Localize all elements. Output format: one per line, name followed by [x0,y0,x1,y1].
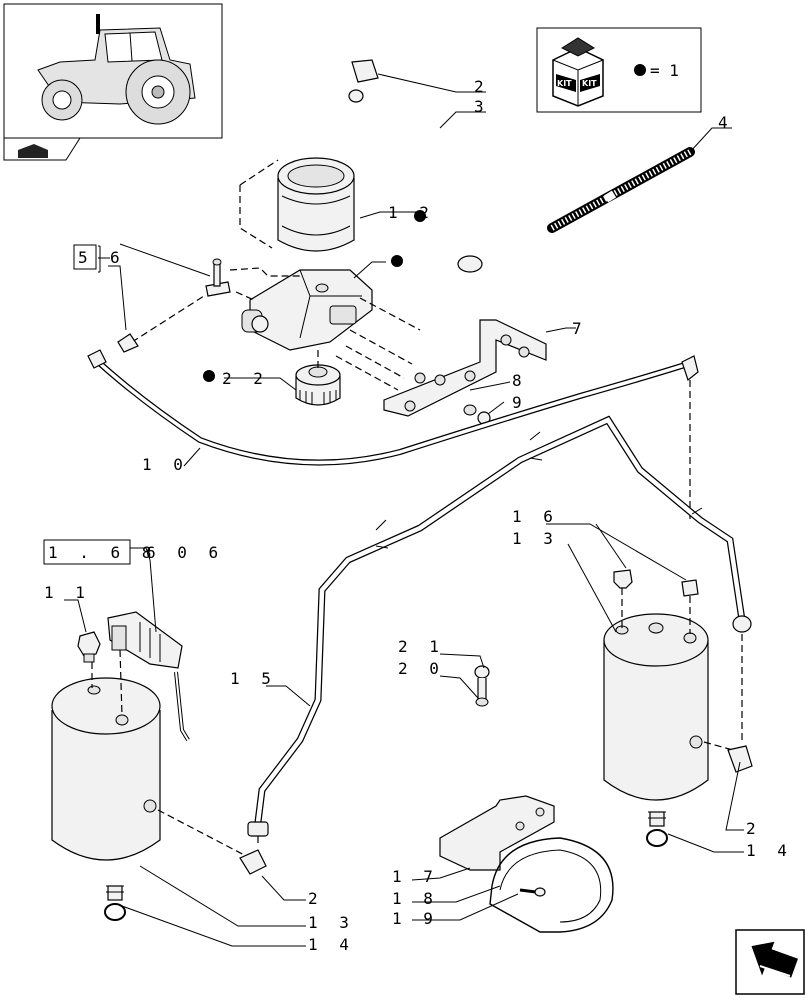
kit-marker-dot [391,255,403,267]
kit-dot-icon [634,64,646,76]
part-4-threaded-rod [547,147,695,233]
callout-4: 4 [718,113,734,132]
next-page-arrow-icon[interactable] [735,929,805,995]
part-3-pipe [348,59,483,273]
part-19-bolt [519,887,546,897]
kit-marker-dot [414,210,426,222]
callout-10: 1 0 [142,455,189,474]
tractor-thumbnail [3,3,223,161]
callout-14-right: 1 4 [746,841,793,860]
left-air-tank [51,677,161,861]
part-14-drain-valve-right [646,811,668,847]
callout-ref-1-68: 1 . 6 8 [48,543,157,562]
callout-13-right: 1 3 [512,529,559,548]
kit-marker-dot [203,370,215,382]
callout-6: 6 [110,248,126,267]
part-2-elbow-right [727,745,753,773]
part-2-elbow-bottom [239,849,267,875]
callout-16: 1 6 [512,507,559,526]
part-11-plug [77,631,101,663]
svg-text:KIT: KIT [557,79,572,88]
callout-ref-6-06: 6 0 6 [146,543,224,562]
part-15-pipe [247,415,752,837]
svg-text:KIT: KIT [582,79,597,88]
right-air-tank [603,613,709,801]
callout-11: 1 1 [44,583,91,602]
callout-13-bottom: 1 3 [308,913,355,932]
book-icon [18,144,48,158]
callout-3: 3 [474,97,490,116]
air-processing-valve [241,269,373,351]
callout-12: 1 2 [388,203,435,222]
callout-17: 1 7 [392,867,439,886]
part-12-air-dryer-cartridge [277,157,355,252]
ref-box-5 [73,244,97,270]
callout-2-top: 2 [474,77,490,96]
callout-2-bottom: 2 [308,889,324,908]
callout-5: 5 [78,248,94,267]
callout-2-right: 2 [746,819,762,838]
callout-14-bottom: 1 4 [308,935,355,954]
kit-equals-label: = 1 [650,61,679,80]
callout-19: 1 9 [392,909,439,928]
part-17-bracket [439,795,555,871]
leader-lines [64,73,744,947]
callout-21: 2 1 [398,637,445,656]
kit-box-icon: KIT KIT [552,37,604,107]
callout-8: 8 [512,371,528,390]
part-20-21-bolt [474,665,490,707]
callout-9: 9 [512,393,528,412]
part-14-drain-valve-left [104,885,126,921]
callout-18: 1 8 [392,889,439,908]
callout-7: 7 [572,319,588,338]
part-10-pipe [87,349,699,466]
part-18-strap [489,837,614,933]
callout-20: 2 0 [398,659,445,678]
callout-15: 1 5 [230,669,277,688]
ref-box-1-68 [43,539,131,565]
part-6-tee-fitting [205,258,231,297]
callout-labels: 2 3 4 1 2 5 6 7 8 9 2 2 1 0 1 6 1 3 1 . … [44,77,793,954]
pressure-sensor [107,611,190,742]
callout-22: 2 2 [222,369,269,388]
kit-legend: KIT KIT = 1 [536,27,702,113]
part-8-9-washer-nut [463,404,491,425]
part-22-cap [295,364,341,406]
part-16-plug [613,569,699,597]
part-7-mounting-bracket [383,319,547,417]
